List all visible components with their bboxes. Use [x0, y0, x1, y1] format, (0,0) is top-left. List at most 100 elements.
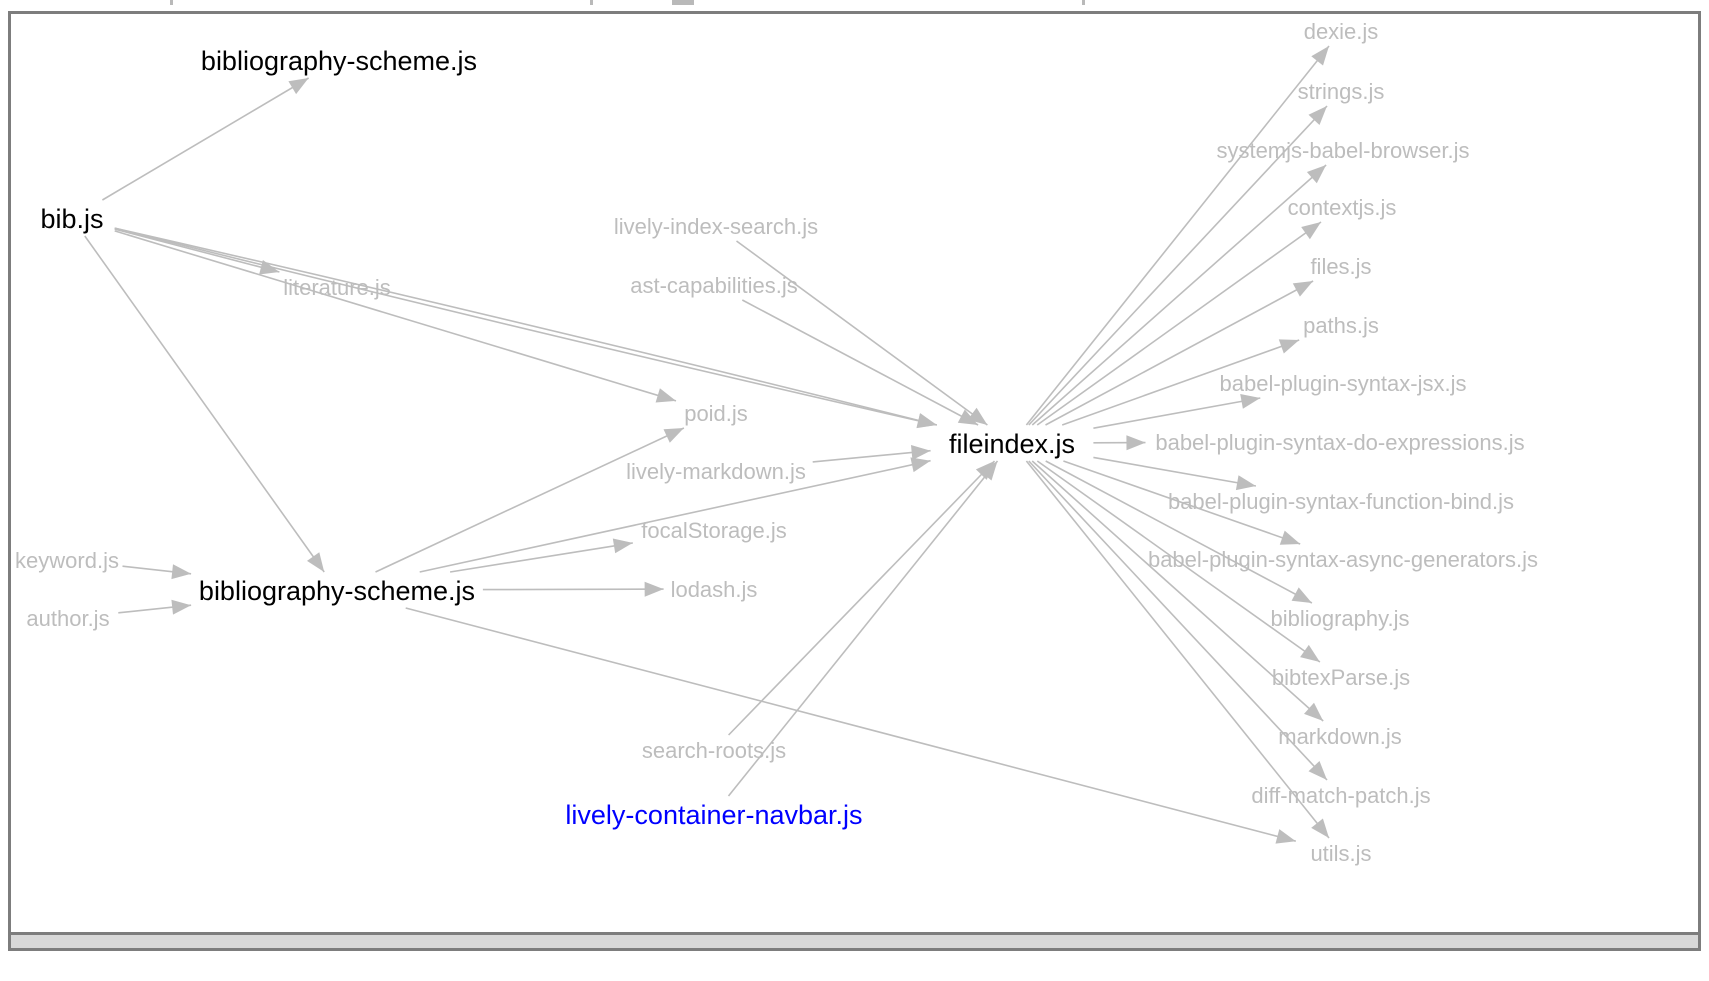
clipped-toolbar-strip	[0, 0, 1709, 11]
graph-edge-arrowhead	[288, 78, 309, 95]
graph-edge-arrowhead	[171, 564, 192, 580]
graph-edge	[741, 299, 979, 426]
graph-node-contextjs[interactable]: contextjs.js	[1288, 195, 1397, 220]
graph-node-poid[interactable]: poid.js	[684, 401, 748, 426]
graph-node-babel-plugin-syntax-fb[interactable]: babel-plugin-syntax-function-bind.js	[1168, 489, 1514, 514]
graph-edge	[114, 227, 937, 426]
graph-edge	[482, 588, 664, 591]
graph-edge	[1045, 460, 1313, 604]
graph-edge-arrowhead	[663, 428, 684, 443]
graph-node-author[interactable]: author.js	[26, 606, 109, 631]
graph-node-bib[interactable]: bib.js	[40, 204, 103, 234]
graph-node-diff-match-patch[interactable]: diff-match-patch.js	[1251, 783, 1430, 808]
graph-edge-arrowhead	[1308, 106, 1327, 125]
graph-edge-arrowhead	[1300, 644, 1320, 662]
graph-node-babel-plugin-syntax-jsx[interactable]: babel-plugin-syntax-jsx.js	[1220, 371, 1467, 396]
graph-edge	[449, 542, 633, 573]
graph-edge-arrowhead	[1292, 281, 1314, 297]
graph-edge	[1028, 460, 1328, 781]
graph-node-babel-plugin-syntax-do[interactable]: babel-plugin-syntax-do-expressions.js	[1155, 430, 1524, 455]
graph-node-literature[interactable]: literature.js	[283, 275, 391, 300]
graph-edge-arrowhead	[979, 461, 998, 481]
graph-edge	[1093, 456, 1257, 487]
graph-node-ast-capabilities[interactable]: ast-capabilities.js	[630, 273, 798, 298]
toolbar-fragment	[672, 0, 694, 5]
graph-edge	[1036, 460, 1321, 663]
graph-edge-arrowhead	[910, 457, 931, 473]
graph-node-bibliography[interactable]: bibliography.js	[1270, 606, 1409, 631]
dependency-graph-svg[interactable]: bib.js bibliography-scheme.js literature.j…	[11, 14, 1698, 932]
graph-node-utils[interactable]: utils.js	[1310, 841, 1371, 866]
horizontal-scrollbar[interactable]	[8, 935, 1701, 951]
window-bottom-padding	[0, 954, 1709, 981]
graph-node-bibtexParse[interactable]: bibtexParse.js	[1272, 665, 1410, 690]
graph-edge-arrowhead	[1126, 435, 1146, 451]
toolbar-fragment	[170, 0, 173, 5]
graph-edge-arrowhead	[1311, 818, 1329, 838]
graph-node-files[interactable]: files.js	[1310, 254, 1371, 279]
scrollbar-thumb[interactable]	[11, 935, 1698, 948]
graph-edge	[1031, 164, 1327, 426]
graph-edge	[1061, 339, 1300, 426]
graph-nodes: bib.js bibliography-scheme.js literature.j…	[15, 19, 1538, 866]
graph-edge	[114, 227, 937, 426]
graph-edge-arrowhead	[1308, 761, 1327, 780]
graph-node-strings[interactable]: strings.js	[1298, 79, 1385, 104]
graph-edge	[114, 230, 677, 402]
graph-edge-arrowhead	[171, 599, 192, 615]
toolbar-fragment	[590, 0, 593, 5]
graph-edge-arrowhead	[644, 581, 664, 597]
graph-edge-arrowhead	[1279, 530, 1301, 545]
graph-node-systemjs-babel-browser[interactable]: systemjs-babel-browser.js	[1216, 138, 1469, 163]
graph-node-bibliography-scheme-top[interactable]: bibliography-scheme.js	[201, 46, 477, 76]
graph-edge	[405, 607, 1297, 842]
graph-edge-arrowhead	[1301, 222, 1321, 240]
graph-node-babel-plugin-syntax-ag[interactable]: babel-plugin-syntax-async-generators.js	[1148, 547, 1538, 572]
graph-edge-arrowhead	[1306, 165, 1327, 184]
graph-edge-arrowhead	[916, 413, 937, 429]
graph-node-search-roots[interactable]: search-roots.js	[642, 738, 786, 763]
graph-edge	[1093, 397, 1261, 429]
graph-node-lively-markdown[interactable]: lively-markdown.js	[626, 459, 806, 484]
graph-edge	[1031, 460, 1324, 722]
graph-node-focalStorage[interactable]: focalStorage.js	[641, 518, 787, 543]
graph-edge	[1045, 280, 1314, 426]
graph-edge	[114, 228, 280, 273]
graph-edge-arrowhead	[307, 552, 325, 572]
graph-node-fileindex[interactable]: fileindex.js	[949, 429, 1075, 459]
graph-node-dexie[interactable]: dexie.js	[1304, 19, 1379, 44]
graph-edge	[419, 459, 931, 573]
graph-edge-arrowhead	[612, 538, 633, 554]
graph-edge	[736, 240, 988, 426]
graph-node-bibliography-scheme-mid[interactable]: bibliography-scheme.js	[199, 576, 475, 606]
graph-node-paths[interactable]: paths.js	[1303, 313, 1379, 338]
graph-edge-arrowhead	[655, 388, 676, 403]
graph-edge-arrowhead	[1304, 702, 1324, 721]
graph-viewport[interactable]: bib.js bibliography-scheme.js literature.j…	[8, 11, 1701, 935]
graph-edge-arrowhead	[1240, 394, 1261, 409]
graph-edge	[84, 235, 325, 573]
graph-edge	[1028, 105, 1328, 426]
graph-node-markdown[interactable]: markdown.js	[1278, 724, 1401, 749]
graph-edge	[728, 460, 996, 736]
graph-edge	[1036, 221, 1322, 426]
graph-edge	[1063, 460, 1301, 545]
graph-node-lively-index-search[interactable]: lively-index-search.js	[614, 214, 818, 239]
graph-edges	[84, 45, 1330, 844]
graph-edge-arrowhead	[1235, 475, 1256, 491]
graph-node-keyword[interactable]: keyword.js	[15, 548, 119, 573]
graph-edge-arrowhead	[1275, 829, 1296, 844]
toolbar-fragment	[1082, 0, 1085, 5]
graph-edge	[101, 77, 310, 201]
graph-edge-arrowhead	[1311, 46, 1329, 66]
graph-edge-arrowhead	[911, 445, 931, 460]
graph-edge	[1025, 460, 1330, 839]
graph-node-lively-container-navbar[interactable]: lively-container-navbar.js	[565, 800, 862, 830]
graph-edge-arrowhead	[1278, 339, 1300, 354]
graph-edge	[1025, 45, 1330, 426]
window-left-edge	[0, 951, 4, 981]
graph-node-lodash[interactable]: lodash.js	[671, 577, 758, 602]
graph-edge	[727, 460, 999, 797]
graph-edge-arrowhead	[1291, 587, 1312, 603]
